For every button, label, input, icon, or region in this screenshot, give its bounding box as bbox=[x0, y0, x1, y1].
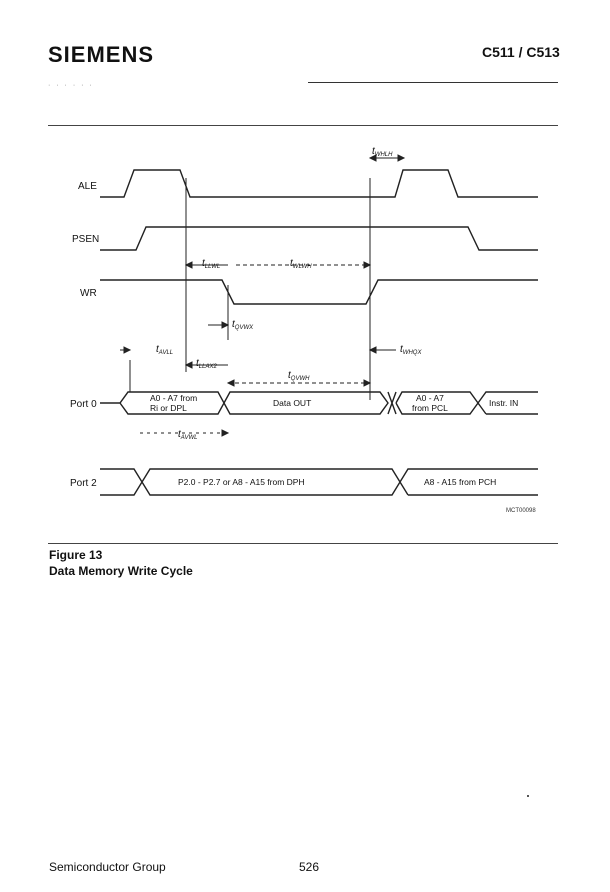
page-number: 526 bbox=[299, 860, 320, 874]
header-dotted-rule: · · · · · · bbox=[48, 82, 94, 89]
signal-label-port0: Port 0 bbox=[70, 399, 97, 410]
port2-pch-label: A8 - A15 from PCH bbox=[424, 477, 496, 487]
timing-label-qvwx: tQVWX bbox=[232, 319, 254, 331]
figure-bottom-rule bbox=[48, 543, 558, 544]
port0-bus bbox=[100, 391, 538, 415]
llwl-arrowhead bbox=[184, 261, 193, 269]
port0-address-label-2: Ri or DPL bbox=[150, 403, 187, 413]
brand-logo: SIEMENS bbox=[48, 42, 155, 67]
timing-label-qvwh: tQVWH bbox=[288, 370, 310, 382]
port0-data-label: Data OUT bbox=[273, 398, 311, 408]
port2-address-label: P2.0 - P2.7 or A8 - A15 from DPH bbox=[178, 477, 305, 487]
signal-label-psen: PSEN bbox=[72, 234, 99, 245]
figure-top-rule bbox=[48, 125, 558, 126]
signal-label-ale: ALE bbox=[78, 181, 97, 192]
timing-label-avwl: tAVWL bbox=[178, 429, 197, 441]
timing-label-llax2: tLLAX2 bbox=[196, 358, 217, 370]
signal-label-wr: WR bbox=[80, 288, 97, 299]
timing-label-llwl: tLLWL bbox=[202, 258, 220, 270]
port0-pcl-label-1: A0 - A7 bbox=[416, 393, 444, 403]
figure-code: MCT00098 bbox=[506, 508, 536, 514]
port0-address-label-1: A0 - A7 from bbox=[150, 393, 197, 403]
llax2-arrowhead bbox=[184, 361, 193, 369]
whqx-arrowhead bbox=[368, 346, 377, 354]
document-id: C511 / C513 bbox=[482, 44, 560, 60]
whlh-arrowhead-left bbox=[368, 154, 377, 162]
header-rule bbox=[308, 82, 558, 83]
port0-instr-label: Instr. IN bbox=[489, 398, 518, 408]
signal-label-port2: Port 2 bbox=[70, 478, 97, 489]
page-speck bbox=[527, 795, 529, 797]
whlh-arrowhead-right bbox=[397, 154, 406, 162]
figure-caption: Data Memory Write Cycle bbox=[49, 564, 193, 578]
qvwh-arrowhead-right bbox=[363, 379, 372, 387]
timing-label-avll: tAVLL bbox=[156, 344, 173, 356]
avll-arrowhead bbox=[123, 346, 132, 354]
psen-waveform bbox=[100, 226, 538, 251]
ale-waveform bbox=[100, 169, 538, 198]
port0-pcl-label-2: from PCL bbox=[412, 403, 448, 413]
timing-label-wlwh: tWLWH bbox=[290, 258, 312, 270]
avwl-arrowhead bbox=[221, 429, 230, 437]
timing-label-whlh: tWHLH bbox=[372, 146, 393, 158]
figure-number: Figure 13 bbox=[49, 548, 103, 562]
wlwh-arrowhead bbox=[363, 261, 372, 269]
wr-waveform bbox=[100, 279, 538, 305]
footer-company: Semiconductor Group bbox=[49, 860, 166, 874]
qvwx-arrowhead bbox=[221, 321, 230, 329]
qvwh-arrowhead-left bbox=[226, 379, 235, 387]
port2-bus bbox=[100, 468, 538, 496]
timing-label-whqx: tWHQX bbox=[400, 344, 422, 356]
